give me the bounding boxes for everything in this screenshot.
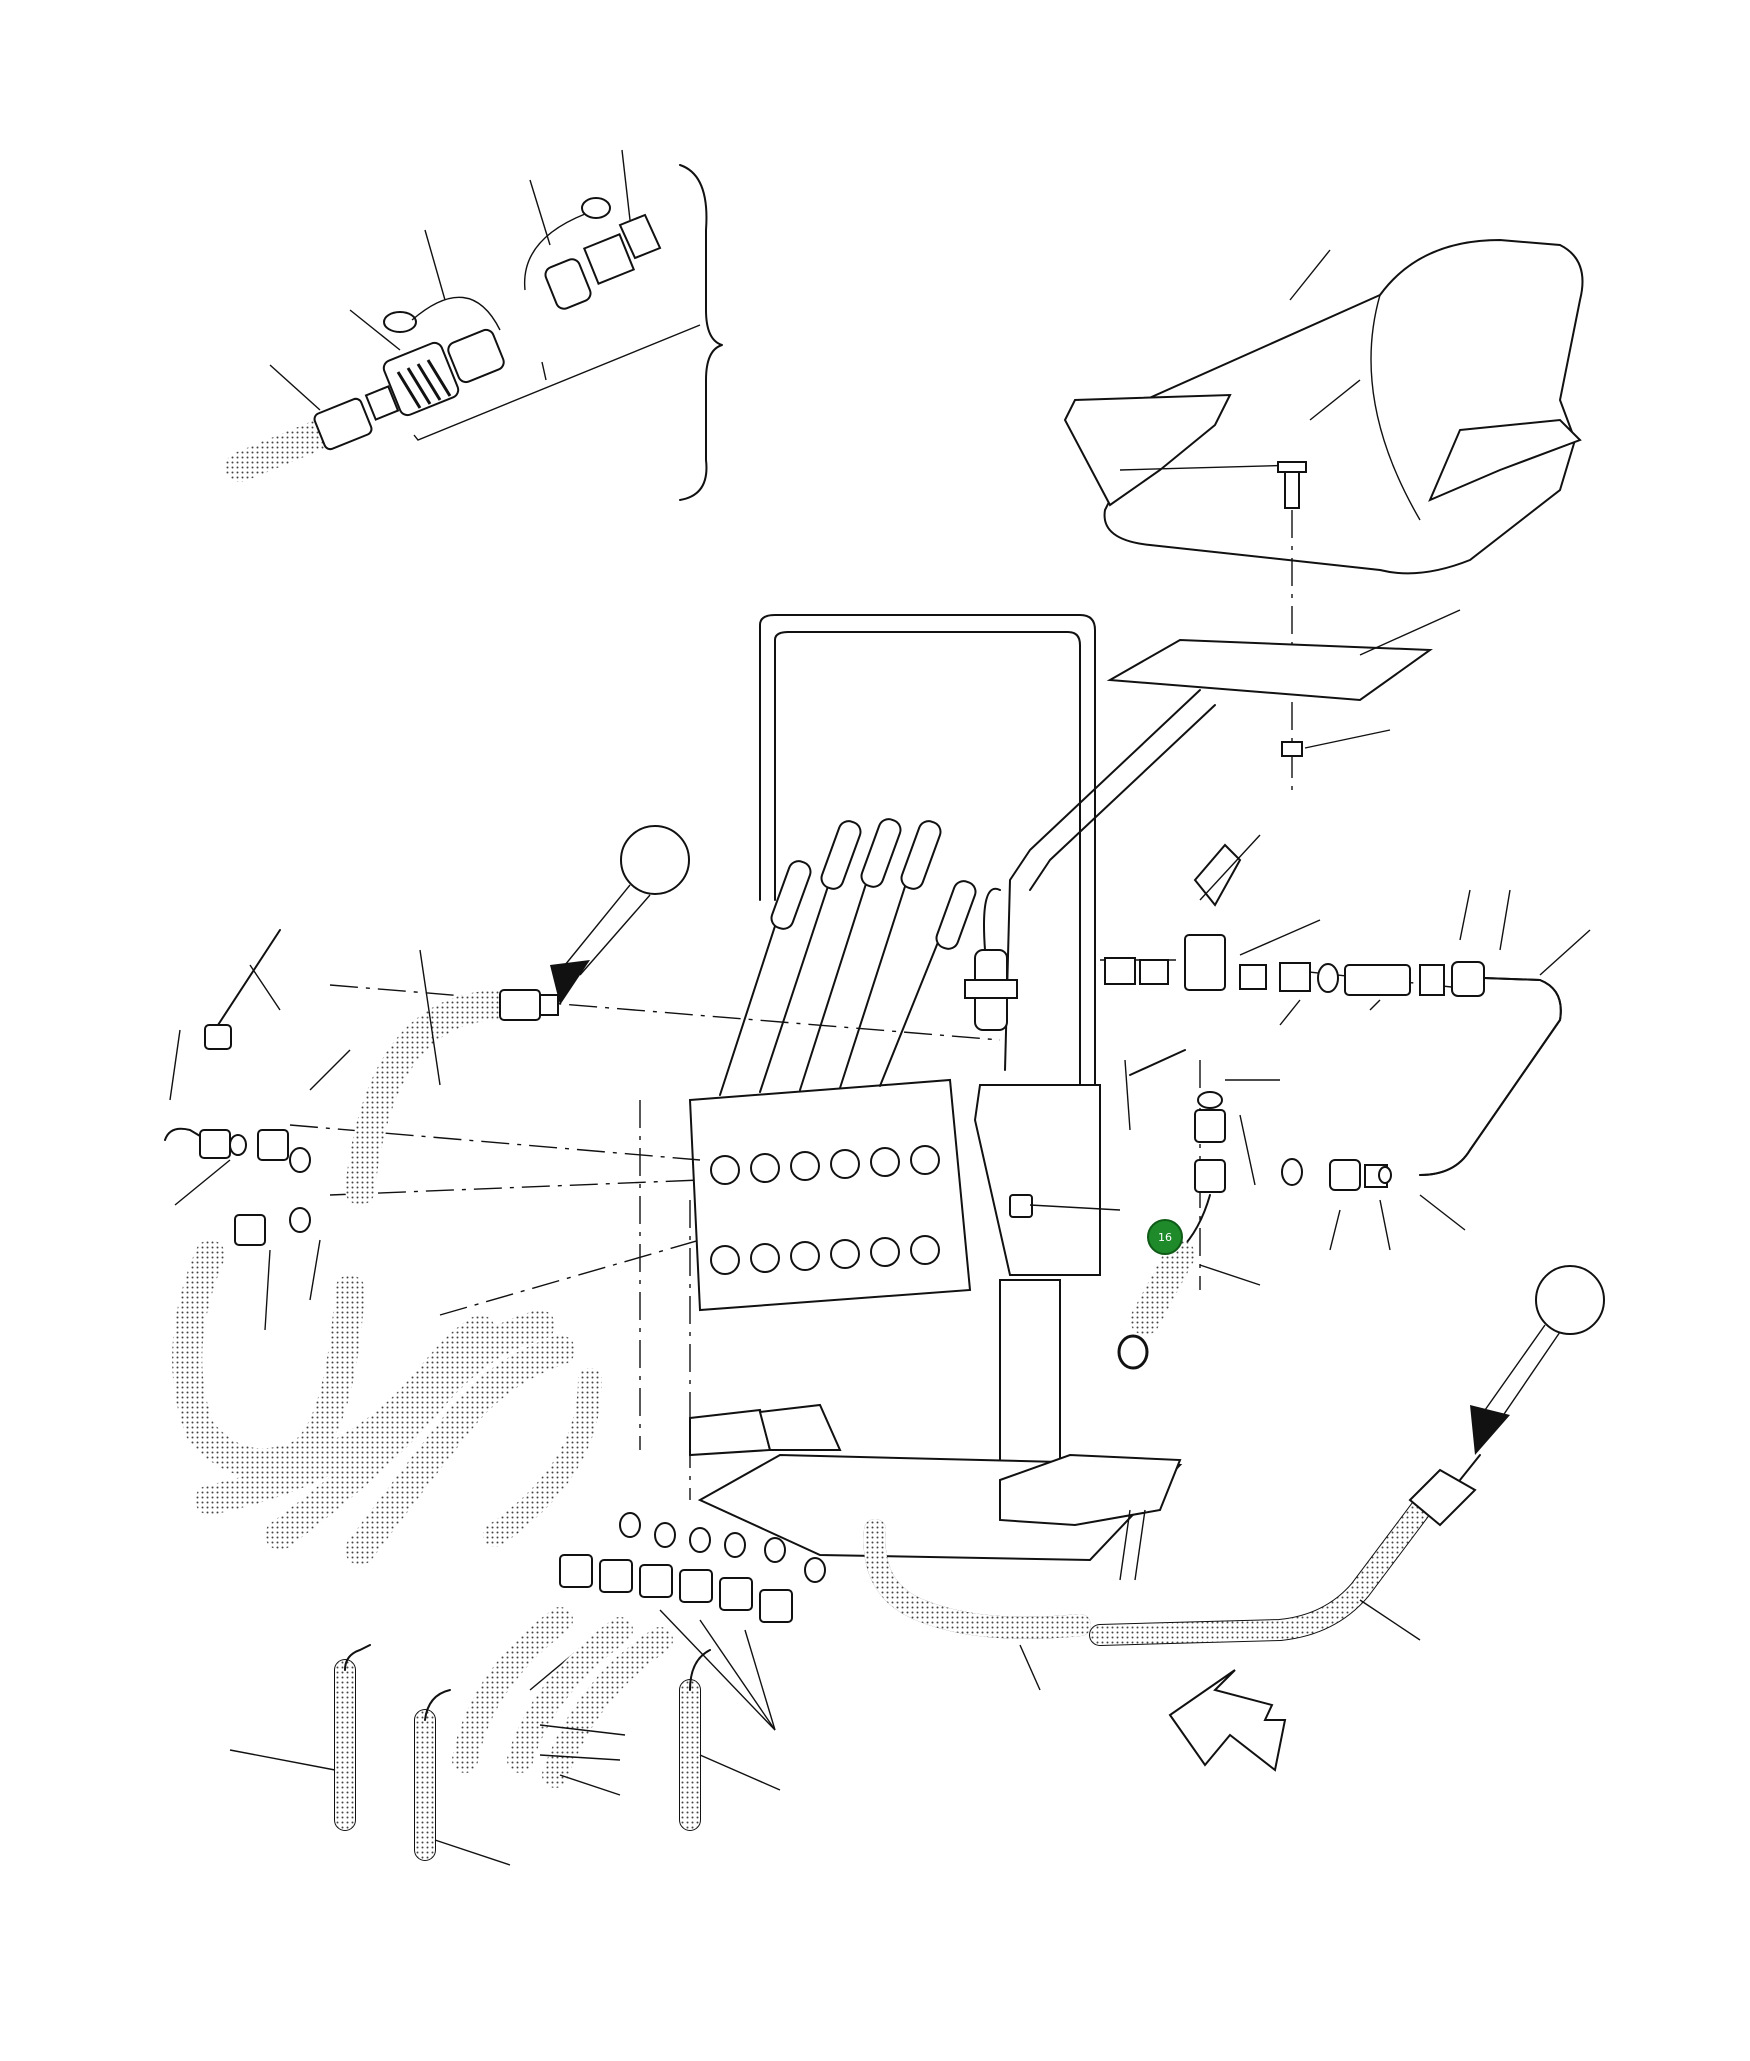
bottom-fittings <box>529 1512 826 1731</box>
quick-coupler-assembly <box>225 149 723 501</box>
long-hose-right <box>863 1454 1481 1691</box>
part-hotspot-16[interactable]: 16 <box>1147 1219 1183 1255</box>
detail-balloon-left <box>550 825 690 1005</box>
right-fittings <box>1009 834 1591 1251</box>
operator-seat <box>1063 238 1584 790</box>
valve-levers <box>719 818 977 1096</box>
control-valve-block <box>688 818 977 1312</box>
hotspot-marker[interactable] <box>1147 1219 1183 1255</box>
valve-ports <box>710 1145 940 1275</box>
direction-arrow-icon <box>1168 1669 1287 1772</box>
bottom-hoses <box>229 1607 781 1866</box>
left-hoses <box>164 929 602 1565</box>
hand-grip <box>1117 1240 1261 1370</box>
control-stand <box>689 614 1216 1581</box>
detail-balloon-right <box>1470 1265 1605 1455</box>
hotspot-label: 16 <box>1158 1231 1172 1244</box>
